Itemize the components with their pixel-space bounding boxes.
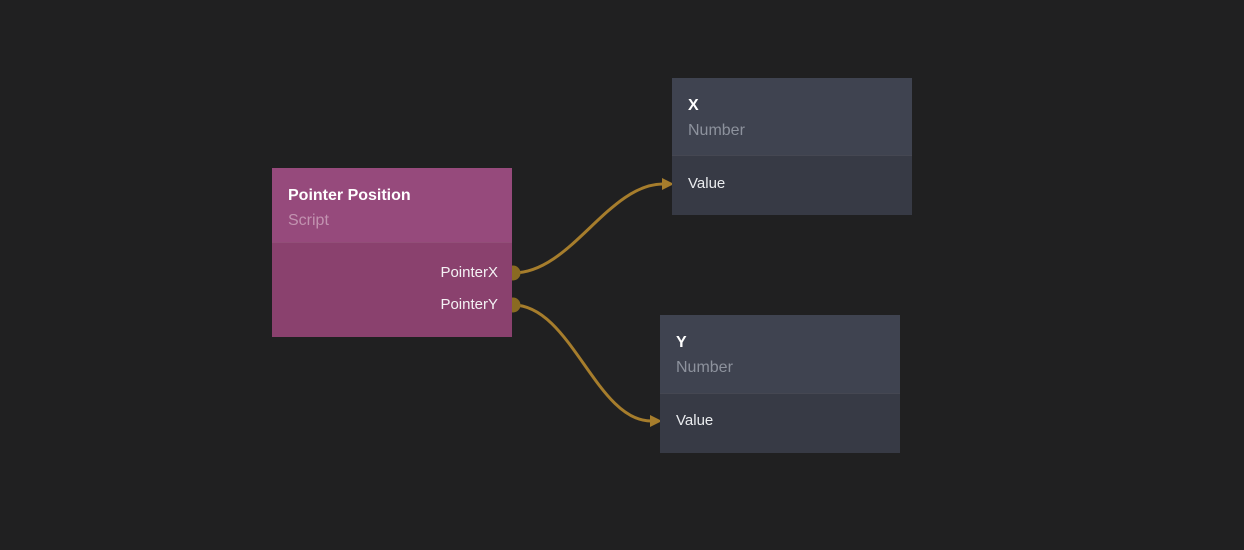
node-title: X	[688, 97, 699, 114]
node-pointer-position[interactable]: Pointer Position Script PointerX PointerY	[272, 168, 512, 337]
node-title: Pointer Position	[288, 187, 411, 204]
node-subtitle: Script	[288, 212, 329, 229]
input-port-value[interactable]: Value	[660, 411, 900, 431]
output-port-pointery[interactable]: PointerY	[272, 295, 512, 315]
input-port-value[interactable]: Value	[672, 174, 912, 194]
output-port-pointerx[interactable]: PointerX	[272, 263, 512, 283]
node-title: Y	[676, 334, 687, 351]
node-y[interactable]: Y Number Value	[660, 315, 900, 453]
node-body	[272, 242, 512, 337]
port-label: Value	[688, 175, 726, 192]
node-header: X Number	[672, 78, 912, 156]
port-label: PointerX	[440, 264, 498, 281]
node-x[interactable]: X Number Value	[672, 78, 912, 215]
connection-pointerx-to-x[interactable]	[512, 178, 674, 275]
node-header: Pointer Position Script	[272, 168, 512, 243]
node-body	[660, 393, 900, 453]
port-label: Value	[676, 412, 714, 429]
node-subtitle: Number	[676, 359, 733, 376]
node-subtitle: Number	[688, 122, 745, 139]
connection-pointery-to-y[interactable]	[512, 303, 662, 427]
node-header: Y Number	[660, 315, 900, 394]
node-body	[672, 155, 912, 215]
port-label: PointerY	[440, 296, 498, 313]
